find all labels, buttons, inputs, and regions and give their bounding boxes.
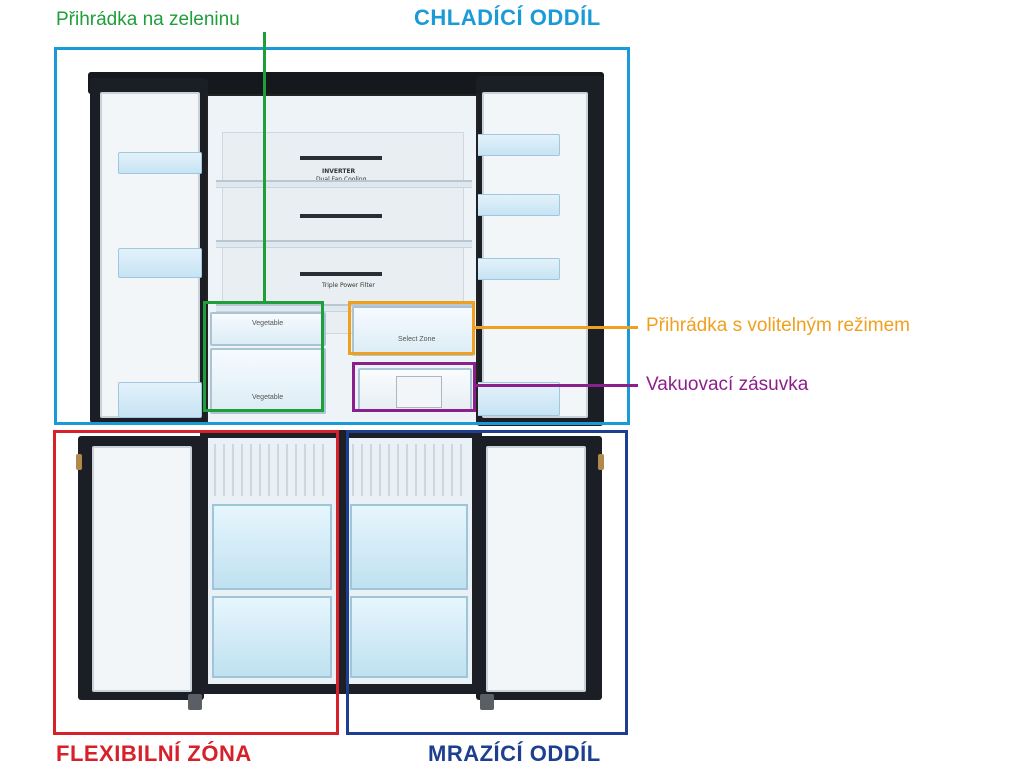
vegetable-drawer-lower: Vegetable <box>210 348 326 414</box>
air-vent <box>300 214 382 218</box>
dual-fan-text: Dual Fan Cooling <box>316 176 366 183</box>
fridge-cabinet: INVERTER Dual Fan Cooling Triple Power F… <box>206 94 478 424</box>
vegetable-drawer-upper: Vegetable <box>210 312 326 346</box>
freezer-interior <box>346 438 472 684</box>
flexible-zone-label: FLEXIBILNÍ ZÓNA <box>56 741 252 766</box>
lower-left-door-liner <box>92 446 192 692</box>
vegetable-leader-line <box>263 32 266 302</box>
vegetable-drawer-label: Vegetable <box>252 394 284 401</box>
door-shelf <box>468 382 560 416</box>
air-vent <box>300 272 382 276</box>
fridge-foot <box>188 694 202 710</box>
freezer-compartment-label: MRAZÍCÍ ODDÍL <box>428 741 601 766</box>
vacuum-leader-line <box>476 384 638 387</box>
storage-bin <box>350 596 468 678</box>
door-shelf <box>118 248 202 278</box>
freezer-compartment-box <box>346 430 628 735</box>
upper-right-door <box>468 76 604 426</box>
fridge-top-frame <box>88 72 604 94</box>
selectable-leader-line <box>475 326 638 329</box>
cooling-compartment-label: CHLADÍCÍ ODDÍL <box>414 5 601 30</box>
lower-right-door-liner <box>486 446 586 692</box>
glass-shelf <box>216 180 472 188</box>
vacuum-drawer-label: Vakuovací zásuvka <box>646 374 809 395</box>
storage-bin <box>350 504 468 590</box>
inverter-logo: INVERTER <box>322 168 356 175</box>
selectable-mode-drawer-label: Přihrádka s volitelným režimem <box>646 315 910 336</box>
lower-left-door <box>76 436 204 700</box>
vegetable-drawer-box <box>203 301 324 412</box>
glass-shelf <box>216 304 472 312</box>
fridge-foot <box>480 694 494 710</box>
cooling-compartment-box <box>54 47 630 425</box>
selectable-mode-drawer: Select Zone <box>352 306 474 356</box>
door-shelf <box>118 152 202 174</box>
flexible-zone-box <box>53 430 339 735</box>
vacuum-seal <box>396 376 442 408</box>
lower-right-door <box>476 436 604 700</box>
glass-shelf <box>216 240 472 248</box>
door-handle <box>76 454 82 470</box>
wire-basket <box>214 444 330 496</box>
vegetable-drawer-label: Vegetable <box>252 320 284 327</box>
vacuum-drawer <box>358 368 472 412</box>
storage-bin <box>212 504 332 590</box>
vacuum-drawer-box <box>352 362 476 412</box>
door-shelf <box>118 382 202 418</box>
flexible-zone-interior <box>208 438 336 684</box>
air-vent <box>300 156 382 160</box>
filter-text: Triple Power Filter <box>322 282 375 289</box>
door-handle <box>598 454 604 470</box>
selectable-mode-drawer-box <box>348 301 475 355</box>
lower-cabinet <box>200 430 482 694</box>
storage-bin <box>212 596 332 678</box>
upper-left-door <box>90 78 208 424</box>
wire-basket <box>352 444 466 496</box>
select-zone-label: Select Zone <box>398 336 436 343</box>
vegetable-drawer-label: Přihrádka na zeleninu <box>56 9 240 30</box>
back-panel <box>222 132 464 334</box>
